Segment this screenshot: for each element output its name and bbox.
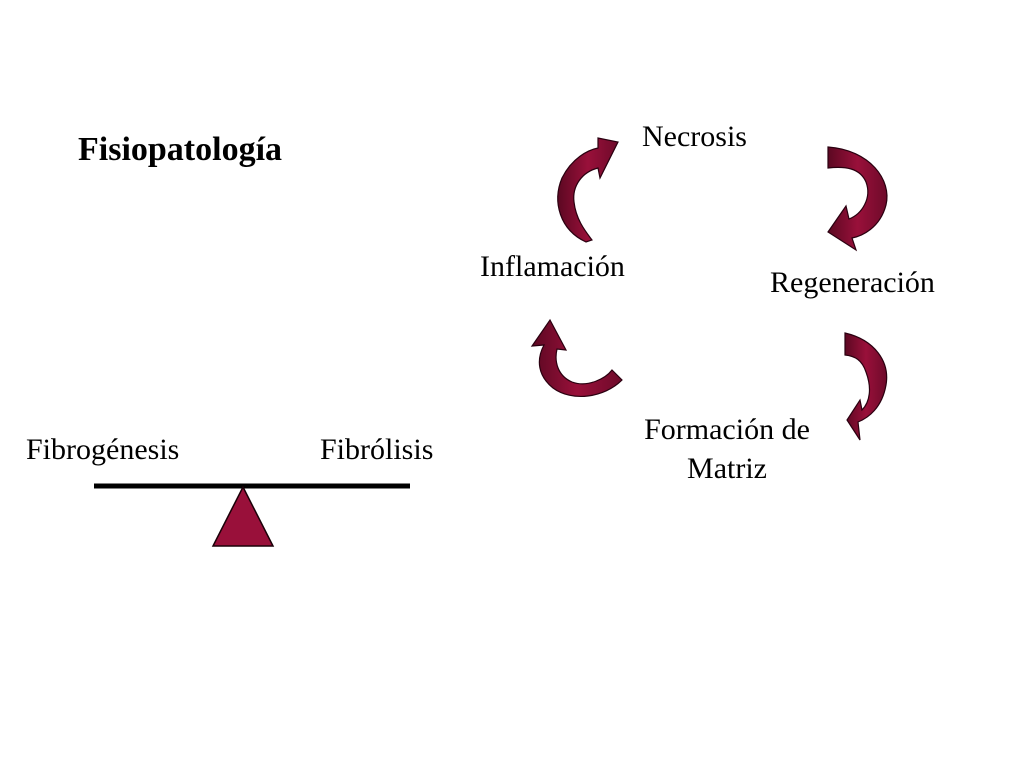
cycle-node-inflamacion: Inflamación xyxy=(480,250,625,283)
balance-label-fibrogenesis: Fibrogénesis xyxy=(26,433,180,466)
balance-label-fibrolisis: Fibrólisis xyxy=(320,433,434,466)
cycle-node-necrosis: Necrosis xyxy=(642,120,747,153)
slide-title: Fisiopatología xyxy=(78,131,283,168)
cycle-node-formacion-de-matriz: Formación de Matriz xyxy=(644,413,810,485)
cycle-arrow-formacion-to-inflamacion xyxy=(530,318,623,398)
balance-fulcrum xyxy=(211,485,275,547)
cycle-arrow-inflamacion-to-necrosis xyxy=(557,137,619,243)
cycle-arrow-necrosis-to-regeneracion xyxy=(827,146,888,252)
cycle-node-regeneracion: Regeneración xyxy=(770,266,935,299)
cycle-arrow-regeneracion-to-formacion xyxy=(844,332,888,441)
